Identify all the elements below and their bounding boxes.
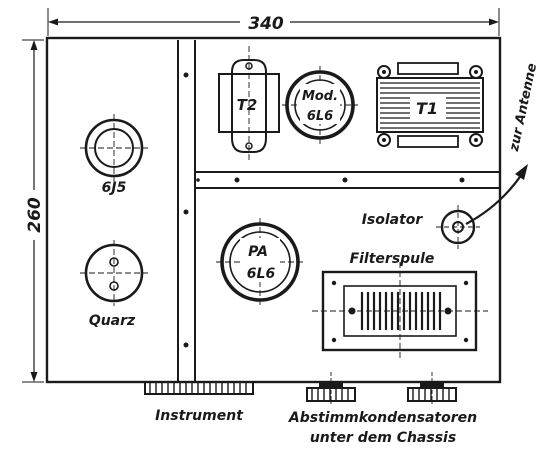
tube-pa-6l6: PA 6L6	[216, 218, 304, 306]
transformer-t1-label: T1	[416, 99, 438, 118]
filter-coil: Filterspule	[312, 251, 488, 360]
mod-tube-label-1: Mod.	[302, 89, 338, 104]
crystal-quarz: Quarz	[80, 240, 148, 329]
transformer-t1: T1	[376, 62, 484, 148]
tube-6j5: 6J5	[80, 114, 148, 196]
tuning-knob-right	[407, 372, 457, 404]
pa-tube-label-1: PA	[248, 244, 268, 260]
instrument-label: Instrument	[155, 408, 244, 424]
crystal-label: Quarz	[89, 313, 136, 329]
width-label: 340	[248, 14, 284, 34]
transformer-t2: T2	[218, 46, 280, 162]
filter-coil-windings	[360, 292, 442, 330]
width-dimension: 340	[47, 8, 500, 36]
height-label: 260	[25, 197, 45, 233]
chassis-outline	[45, 36, 502, 384]
antenna-lead: zur Antenne	[465, 62, 541, 225]
isolator-label: Isolator	[362, 212, 424, 228]
mod-tube-label-2: 6L6	[307, 109, 333, 124]
tuning-knob-left	[306, 372, 356, 404]
tube-mod-6l6: Mod. 6L6	[282, 66, 358, 144]
instrument: Instrument	[144, 382, 254, 424]
tuning-caps-label-1: Abstimmkondensatoren	[288, 410, 477, 426]
isolator: Isolator	[362, 205, 480, 249]
tuning-caps-label-2: unter dem Chassis	[310, 430, 456, 446]
tube-6j5-label: 6J5	[102, 180, 127, 196]
height-dimension: 260	[22, 39, 45, 383]
antenna-label: zur Antenne	[507, 62, 541, 154]
pa-tube-label-2: 6L6	[247, 266, 276, 282]
transformer-t2-label: T2	[237, 96, 258, 114]
filter-coil-label: Filterspule	[350, 251, 435, 267]
